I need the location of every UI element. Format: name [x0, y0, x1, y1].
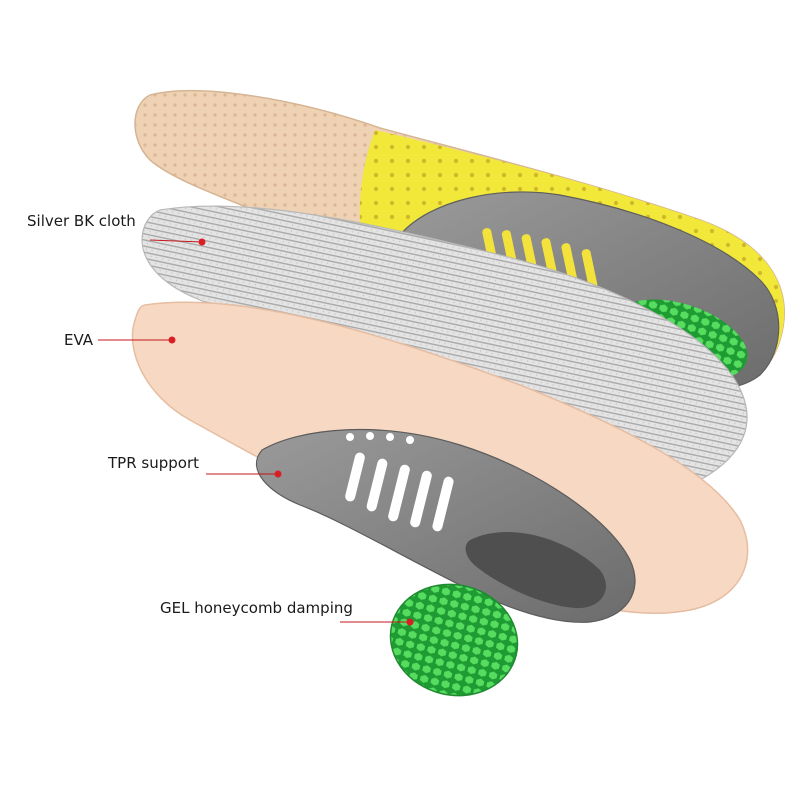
label-eva: EVA: [64, 331, 94, 349]
marker-dot-eva: [168, 336, 176, 344]
label-gel-honeycomb-damping: GEL honeycomb damping: [160, 599, 353, 617]
marker-dot-gel: [406, 618, 414, 626]
label-tpr-support: TPR support: [108, 454, 199, 472]
gel-honeycomb-pad: [389, 583, 519, 697]
leader-line-silver: [149, 239, 203, 243]
marker-dot-tpr: [274, 470, 282, 478]
callout-leaders: [98, 238, 414, 626]
tpr-support: [255, 429, 636, 623]
label-silver-bk-cloth: Silver BK cloth: [27, 212, 136, 230]
marker-dot-silver: [198, 238, 206, 246]
tpr-support-slots: [345, 432, 454, 532]
tpr-heel-cup: [465, 531, 606, 609]
